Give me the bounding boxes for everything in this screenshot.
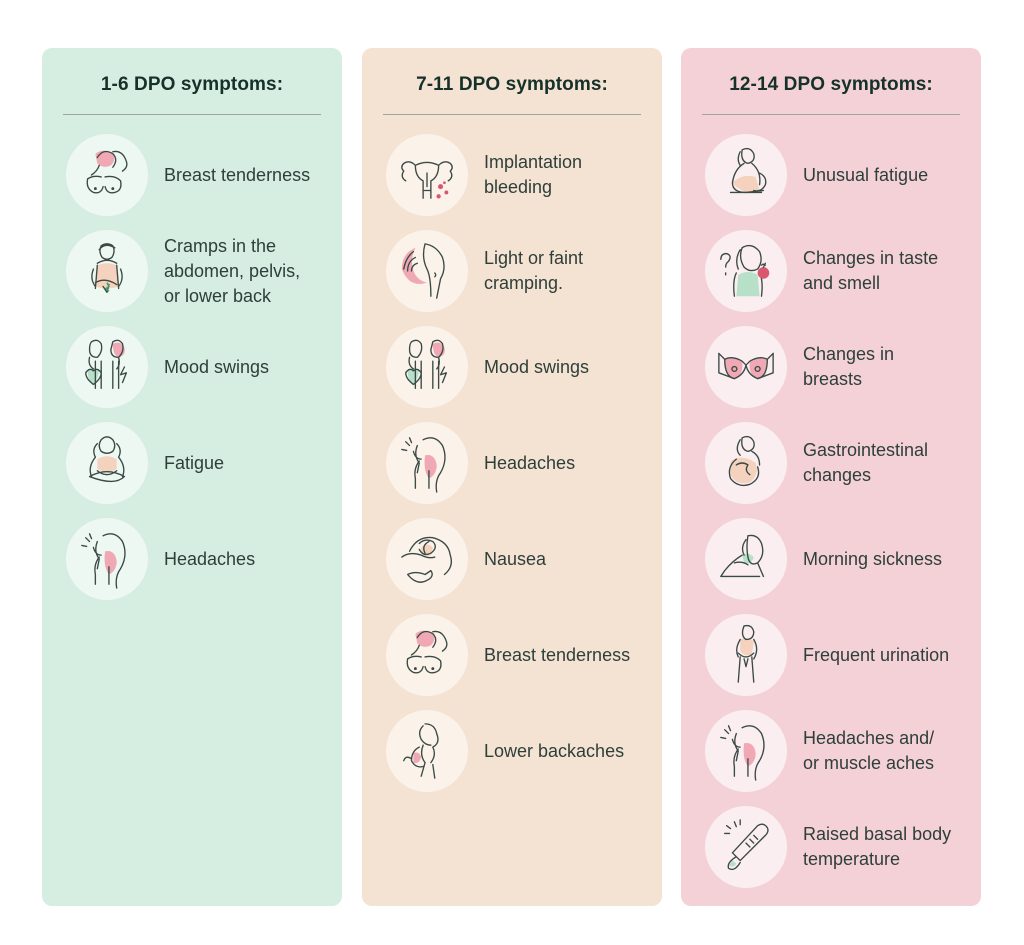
- headache-icon: [386, 422, 468, 504]
- symptom-item: Frequent urination: [705, 614, 975, 696]
- symptom-label: Breast tenderness: [484, 644, 631, 665]
- symptom-label: Headaches: [164, 548, 256, 569]
- divider: [63, 114, 321, 115]
- thermometer-icon: [705, 806, 787, 888]
- unusual-fatigue-icon: [705, 134, 787, 216]
- symptom-label: Mood swings: [484, 356, 590, 377]
- symptom-label: Mood swings: [164, 356, 270, 377]
- symptom-item: Changes in taste and smell: [705, 230, 975, 312]
- symptom-item: Nausea: [386, 518, 656, 600]
- symptom-item: Changes in breasts: [705, 326, 975, 408]
- symptom-item: Breast tenderness: [66, 134, 336, 216]
- symptom-label: Headaches and/ or muscle aches: [803, 728, 935, 773]
- column-title: 1-6 DPO symptoms:: [100, 74, 284, 95]
- symptom-item: Fatigue: [66, 422, 336, 504]
- symptom-label: Unusual fatigue: [803, 164, 929, 185]
- symptom-item: Headaches: [386, 422, 656, 504]
- symptom-label: Breast tenderness: [164, 164, 311, 185]
- symptom-label: Fatigue: [164, 452, 225, 473]
- column-title: 12-14 DPO symptoms:: [729, 74, 933, 95]
- symptom-item: Raised basal body temperature: [705, 806, 975, 888]
- column-title: 7-11 DPO symptoms:: [416, 74, 608, 95]
- taste-smell-icon: [705, 230, 787, 312]
- symptom-label: Changes in breasts: [803, 344, 895, 389]
- headache-icon: [705, 710, 787, 792]
- symptom-label: Nausea: [484, 548, 547, 569]
- uterus-bleeding-icon: [386, 134, 468, 216]
- morning-sickness-icon: [705, 518, 787, 600]
- fatigue-icon: [66, 422, 148, 504]
- breast-tenderness-icon: [66, 134, 148, 216]
- gastrointestinal-icon: [705, 422, 787, 504]
- mood-swings-icon: [66, 326, 148, 408]
- divider: [702, 114, 960, 115]
- symptom-item: Breast tenderness: [386, 614, 656, 696]
- symptom-item: Morning sickness: [705, 518, 975, 600]
- symptom-item: Cramps in the abdomen, pelvis, or lower …: [66, 230, 336, 312]
- symptom-item: Mood swings: [66, 326, 336, 408]
- symptom-label: Gastrointestinal changes: [803, 440, 929, 485]
- symptom-label: Changes in taste and smell: [803, 248, 939, 293]
- frequent-urination-icon: [705, 614, 787, 696]
- symptom-label: Cramps in the abdomen, pelvis, or lower …: [164, 235, 301, 306]
- column-7-11-dpo: 7-11 DPO symptoms: Implantation bleeding…: [362, 48, 662, 906]
- mood-swings-icon: [386, 326, 468, 408]
- lower-backache-icon: [386, 710, 468, 792]
- breast-tenderness-icon: [386, 614, 468, 696]
- symptom-label: Lower backaches: [484, 740, 625, 761]
- light-cramping-icon: [386, 230, 468, 312]
- headache-icon: [66, 518, 148, 600]
- symptom-label: Morning sickness: [803, 548, 943, 569]
- symptom-item: Light or faint cramping.: [386, 230, 656, 312]
- symptom-label: Headaches: [484, 452, 576, 473]
- symptom-item: Implantation bleeding: [386, 134, 656, 216]
- symptom-item: Lower backaches: [386, 710, 656, 792]
- nausea-icon: [386, 518, 468, 600]
- divider: [383, 114, 641, 115]
- symptom-item: Headaches: [66, 518, 336, 600]
- symptom-item: Mood swings: [386, 326, 656, 408]
- symptom-label: Implantation bleeding: [484, 152, 583, 197]
- symptom-label: Raised basal body temperature: [803, 824, 952, 869]
- symptom-label: Light or faint cramping.: [484, 248, 584, 293]
- symptom-item: Gastrointestinal changes: [705, 422, 975, 504]
- symptom-label: Frequent urination: [803, 644, 950, 665]
- bra-breasts-icon: [705, 326, 787, 408]
- symptom-item: Unusual fatigue: [705, 134, 975, 216]
- symptom-item: Headaches and/ or muscle aches: [705, 710, 975, 792]
- abdominal-cramps-icon: [66, 230, 148, 312]
